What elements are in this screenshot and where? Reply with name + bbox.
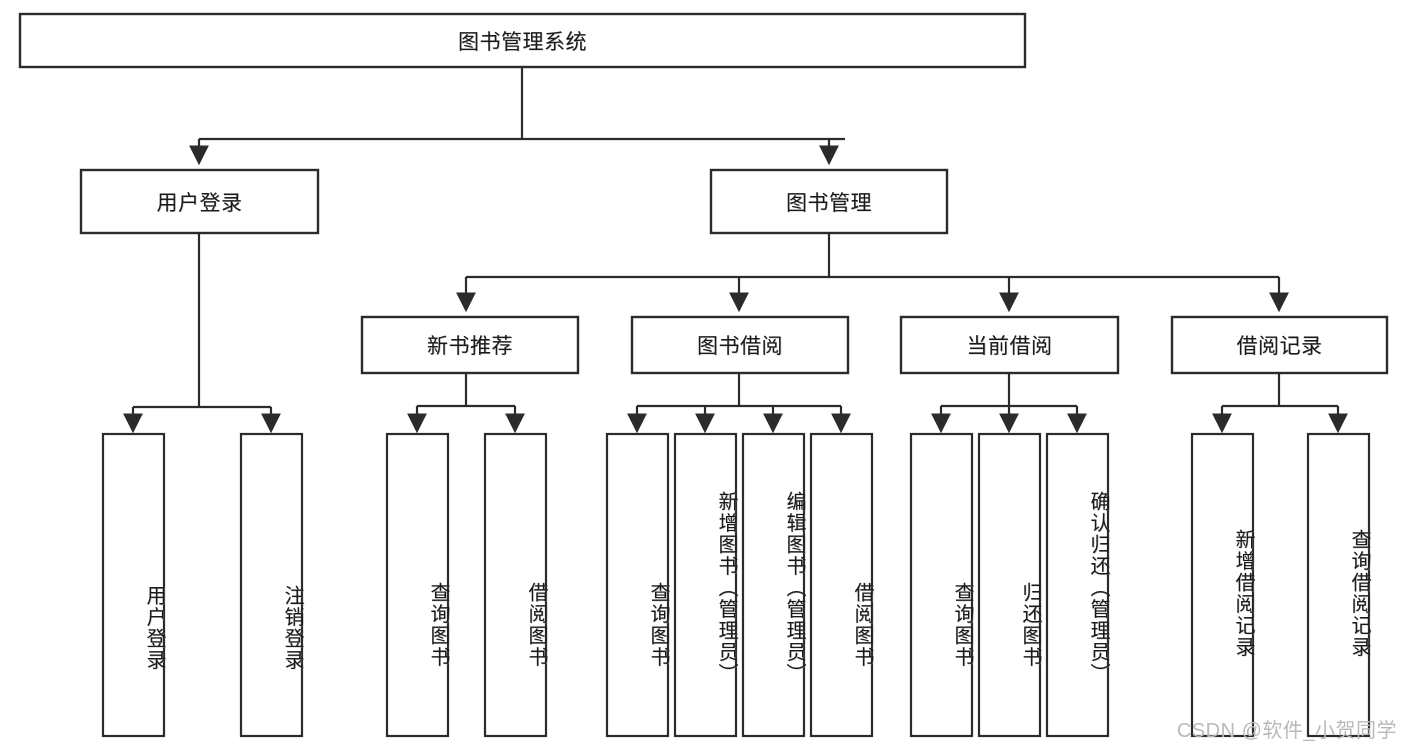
node-leaf-query-record[interactable] [1306,432,1371,738]
edge-currentborrow-to-leaves [931,373,1087,434]
node-book-borrow[interactable] [630,315,850,375]
node-leaf-query-book-3[interactable] [909,432,974,738]
edge-borrowrecord-to-leaves [1212,373,1348,434]
node-leaf-user-login[interactable] [101,432,166,738]
node-leaf-borrow-book-1[interactable] [483,432,548,738]
node-leaf-query-book-2[interactable] [605,432,670,738]
node-leaf-user-logout[interactable] [239,432,304,738]
node-leaf-query-book-1[interactable] [385,432,450,738]
node-root[interactable] [18,12,1027,69]
edge-userlogin-to-leaves [123,233,281,434]
node-leaf-edit-book[interactable] [741,432,806,738]
edge-root-to-level2 [189,67,845,166]
node-user-login[interactable] [79,168,320,235]
node-leaf-return-book[interactable] [977,432,1042,738]
node-current-borrow[interactable] [899,315,1120,375]
node-leaf-add-book[interactable] [673,432,738,738]
node-leaf-borrow-book-2[interactable] [809,432,874,738]
node-leaf-add-record[interactable] [1190,432,1255,738]
node-borrow-record[interactable] [1170,315,1389,375]
node-new-book-recommend[interactable] [360,315,580,375]
node-leaf-confirm-return[interactable] [1045,432,1110,738]
edge-bookmanage-to-level3 [456,233,1289,313]
edge-bookborrow-to-leaves [627,373,851,434]
node-book-manage[interactable] [709,168,949,235]
edge-newbook-to-leaves [407,373,525,434]
